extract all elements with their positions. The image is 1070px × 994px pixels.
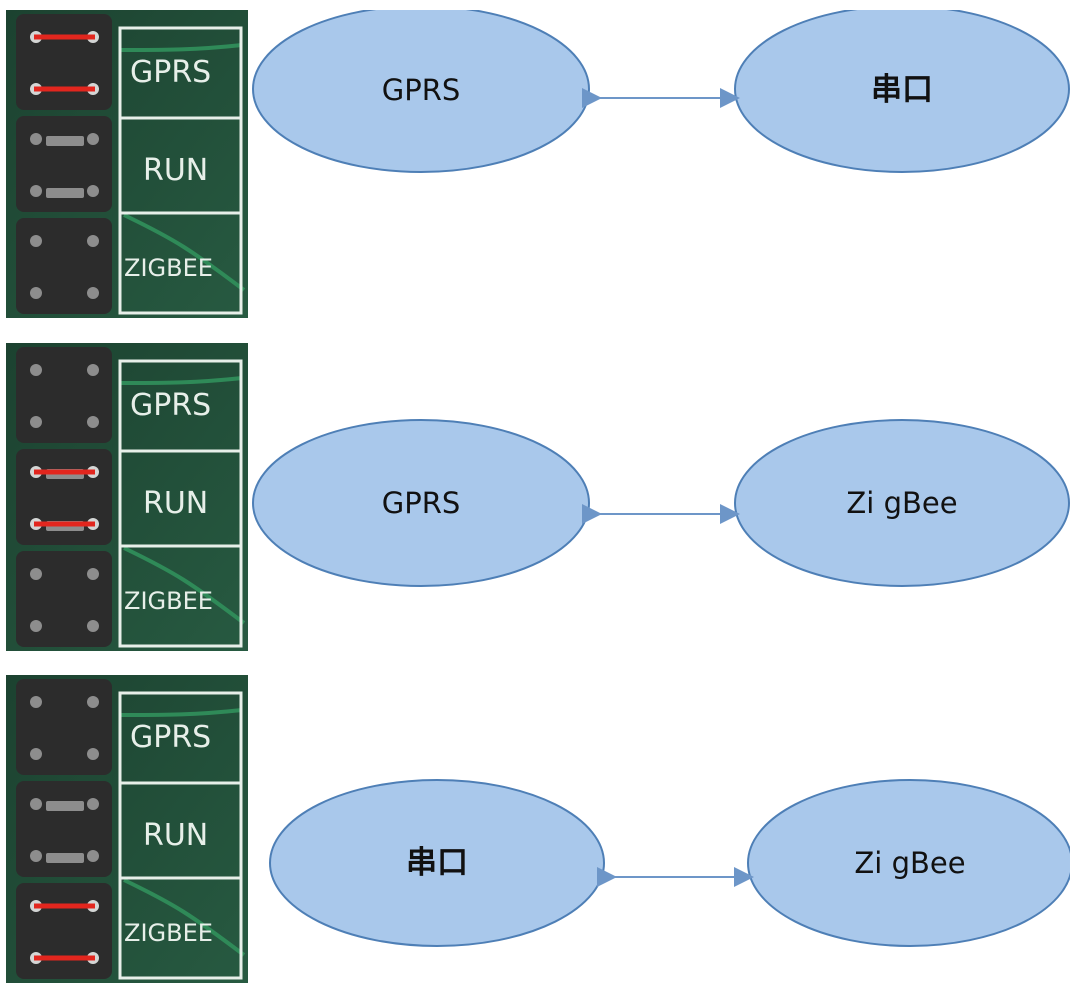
pin-icon: [87, 133, 99, 145]
pin-icon: [30, 416, 42, 428]
board-label-gprs: GPRS: [130, 55, 211, 90]
connection-layer: GPRS 串口: [0, 5, 1070, 325]
pin-icon: [87, 235, 99, 247]
pin-icon: [87, 364, 99, 376]
board-label-run: RUN: [143, 818, 208, 853]
pin-icon: [30, 620, 42, 632]
pin-icon: [30, 287, 42, 299]
connection-diagram: GPRS 串口: [252, 5, 1070, 173]
pcb-trace: [123, 213, 246, 292]
jumper-cap-icon: [46, 801, 84, 811]
pin-icon: [30, 235, 42, 247]
pin-icon: [87, 185, 99, 197]
mode-row-gprs-serial: GPRS RUN ZIGBEE: [0, 5, 1070, 325]
connection-layer: 串口 Zi gBee: [0, 675, 1070, 990]
jumper-cap-icon: [46, 853, 84, 863]
board-label-run: RUN: [143, 153, 208, 188]
left-node-label: GPRS: [382, 486, 461, 520]
pin-icon: [30, 798, 42, 810]
jumper-board-zigbee-active: GPRS RUN ZIGBEE: [6, 675, 248, 983]
board-label-zigbee: ZIGBEE: [124, 254, 213, 282]
board-label-zigbee: ZIGBEE: [124, 919, 213, 947]
pin-icon: [30, 185, 42, 197]
pcb-trace: [120, 376, 243, 385]
silkscreen-border: [118, 359, 243, 648]
right-node-label: 串口: [871, 72, 933, 108]
pin-icon: [30, 696, 42, 708]
left-node-label: 串口: [406, 845, 468, 881]
board-label-gprs: GPRS: [130, 388, 211, 423]
pcb-trace: [120, 708, 243, 717]
jumper-cap-icon: [46, 136, 84, 146]
jumper-board-run-active: GPRS RUN ZIGBEE: [6, 343, 248, 651]
connection-diagram: 串口 Zi gBee: [269, 779, 1070, 947]
jumper-cap-icon: [46, 188, 84, 198]
node-ellipse-right: [734, 419, 1070, 587]
mode-row-serial-zigbee: GPRS RUN ZIGBEE: [0, 675, 1070, 990]
board-label-run: RUN: [143, 486, 208, 521]
pin-icon: [87, 568, 99, 580]
board-illustration: GPRS RUN ZIGBEE: [6, 343, 248, 651]
connection-diagram: GPRS Zi gBee: [252, 419, 1070, 587]
connection-layer: GPRS Zi gBee: [0, 343, 1070, 658]
node-ellipse-left: [252, 419, 590, 587]
pin-icon: [87, 748, 99, 760]
pin-icon: [87, 620, 99, 632]
pcb-trace: [123, 546, 246, 625]
pin-icon: [87, 696, 99, 708]
right-node-label: Zi gBee: [846, 486, 957, 520]
board-illustration: GPRS RUN ZIGBEE: [6, 10, 248, 318]
node-ellipse-left: [269, 779, 605, 947]
mode-row-gprs-zigbee: GPRS RUN ZIGBEE: [0, 343, 1070, 658]
silkscreen-border: [118, 691, 243, 980]
board-label-gprs: GPRS: [130, 720, 211, 755]
pin-icon: [30, 568, 42, 580]
pin-icon: [30, 364, 42, 376]
pin-icon: [30, 133, 42, 145]
pin-icon: [87, 416, 99, 428]
pin-icon: [87, 798, 99, 810]
node-ellipse-right: [747, 779, 1070, 947]
board-illustration: GPRS RUN ZIGBEE: [6, 675, 248, 983]
board-label-zigbee: ZIGBEE: [124, 587, 213, 615]
pin-icon: [87, 850, 99, 862]
silkscreen-border: [118, 26, 243, 315]
jumper-board-gprs-active: GPRS RUN ZIGBEE: [6, 10, 248, 318]
pin-icon: [30, 850, 42, 862]
pcb-trace: [120, 43, 243, 52]
pin-icon: [87, 287, 99, 299]
left-node-label: GPRS: [382, 73, 461, 107]
right-node-label: Zi gBee: [854, 846, 965, 880]
pin-icon: [30, 748, 42, 760]
pcb-trace: [123, 878, 246, 957]
